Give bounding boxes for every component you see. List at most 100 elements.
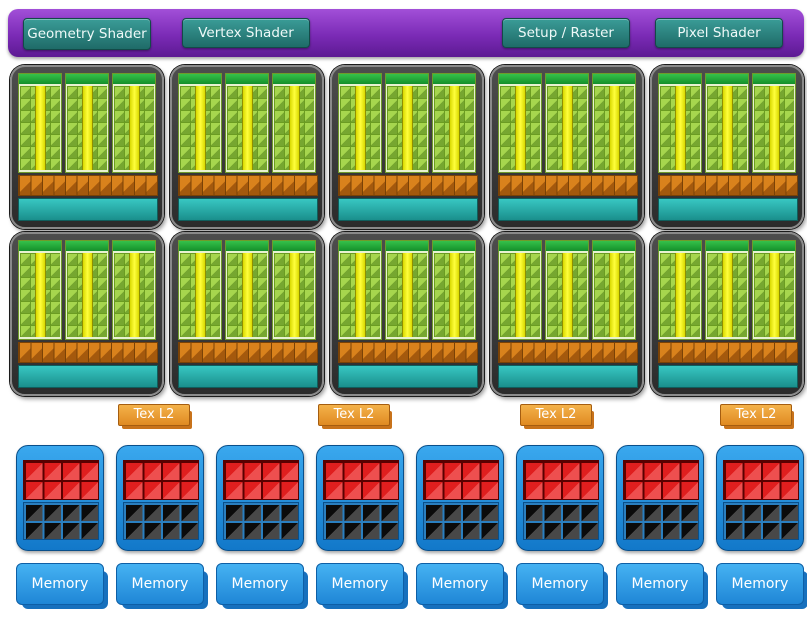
stream-processor-header xyxy=(546,241,588,251)
cluster-cache-strip xyxy=(178,198,318,221)
processor-cluster xyxy=(490,232,644,396)
stream-processor-column xyxy=(705,73,749,173)
stream-processor-column xyxy=(432,73,476,173)
stream-processor-bar xyxy=(609,86,620,170)
memory-label: Memory xyxy=(616,563,708,611)
memory-label-text: Memory xyxy=(16,563,104,605)
stream-processor-bar xyxy=(675,253,686,337)
stream-processor-header xyxy=(659,74,701,84)
stream-processor-header xyxy=(433,241,475,251)
stream-processor-column xyxy=(338,73,382,173)
processor-cluster xyxy=(170,65,324,229)
stream-processor-bar xyxy=(129,253,140,337)
texture-unit-strip xyxy=(658,342,798,363)
tex-l2-label: Tex L2 xyxy=(720,404,792,426)
memory-label-text: Memory xyxy=(516,563,604,605)
tex-l2-label: Tex L2 xyxy=(318,404,390,426)
stream-processor-bar xyxy=(129,86,140,170)
rop-black-grid xyxy=(223,502,299,540)
stream-processor-header xyxy=(659,241,701,251)
texture-unit-strip xyxy=(178,175,318,196)
stream-processor-bar xyxy=(35,86,46,170)
stream-processor-header xyxy=(66,74,108,84)
stream-processor-header xyxy=(113,241,155,251)
stream-processor-column xyxy=(592,240,636,340)
stream-processor-bar xyxy=(609,253,620,337)
setup-raster-block: Setup / Raster xyxy=(502,18,630,48)
stream-processor-header xyxy=(66,241,108,251)
cluster-cache-strip xyxy=(338,198,478,221)
stream-processor-column xyxy=(592,73,636,173)
setup-raster-label: Setup / Raster xyxy=(518,25,614,41)
stream-processor-bar xyxy=(289,86,300,170)
stream-processor-bar xyxy=(562,86,573,170)
stream-processor-header xyxy=(753,241,795,251)
rop-red-grid xyxy=(423,460,499,500)
texture-unit-strip xyxy=(18,342,158,363)
stream-processor-bar xyxy=(82,253,93,337)
memory-controller-block xyxy=(516,445,604,551)
processor-cluster xyxy=(10,65,164,229)
stream-processor-header xyxy=(706,74,748,84)
memory-controller-block xyxy=(116,445,204,551)
cluster-cache-strip xyxy=(338,365,478,388)
rop-black-grid xyxy=(323,502,399,540)
memory-label: Memory xyxy=(716,563,807,611)
memory-controller-block xyxy=(216,445,304,551)
pixel-shader-label: Pixel Shader xyxy=(677,25,761,41)
memory-controller-block xyxy=(616,445,704,551)
processor-cluster xyxy=(330,65,484,229)
texture-unit-strip xyxy=(658,175,798,196)
memory-label: Memory xyxy=(316,563,408,611)
rop-black-grid xyxy=(523,502,599,540)
stream-processor-bar xyxy=(515,86,526,170)
stream-processor-bar xyxy=(402,86,413,170)
stream-processor-bar xyxy=(449,253,460,337)
stream-processor-header xyxy=(273,74,315,84)
stream-processor-column xyxy=(498,73,542,173)
rop-red-grid xyxy=(23,460,99,500)
memory-label-text: Memory xyxy=(216,563,304,605)
memory-label-text: Memory xyxy=(616,563,704,605)
memory-controller-block xyxy=(316,445,404,551)
stream-processor-bar xyxy=(195,253,206,337)
pixel-shader-block: Pixel Shader xyxy=(655,18,783,48)
stream-processor-bar xyxy=(722,253,733,337)
stream-processor-header xyxy=(339,241,381,251)
stream-processor-column xyxy=(705,240,749,340)
cluster-cache-strip xyxy=(498,198,638,221)
stream-processor-header xyxy=(339,74,381,84)
stream-processor-column xyxy=(65,240,109,340)
rop-red-grid xyxy=(123,460,199,500)
stream-processor-header xyxy=(386,241,428,251)
stream-processor-bar xyxy=(449,86,460,170)
stream-processor-column xyxy=(18,240,62,340)
memory-controller-block xyxy=(16,445,104,551)
processor-cluster xyxy=(490,65,644,229)
vertex-shader-block: Vertex Shader xyxy=(182,18,310,48)
processor-cluster xyxy=(10,232,164,396)
stream-processor-column xyxy=(658,73,702,173)
stream-processor-bar xyxy=(355,253,366,337)
cluster-cache-strip xyxy=(658,365,798,388)
geometry-shader-block: Geometry Shader xyxy=(23,18,151,50)
vertex-shader-label: Vertex Shader xyxy=(198,25,294,41)
stream-processor-bar xyxy=(562,253,573,337)
rop-black-grid xyxy=(23,502,99,540)
memory-label-text: Memory xyxy=(416,563,504,605)
rop-red-grid xyxy=(723,460,799,500)
stream-processor-bar xyxy=(242,253,253,337)
stream-processor-bar xyxy=(769,253,780,337)
stream-processor-header xyxy=(226,241,268,251)
texture-unit-strip xyxy=(338,342,478,363)
stream-processor-column xyxy=(545,73,589,173)
stream-processor-column xyxy=(112,240,156,340)
stream-processor-bar xyxy=(35,253,46,337)
tex-l2-cache: Tex L2 xyxy=(720,404,794,429)
stream-processor-bar xyxy=(675,86,686,170)
stream-processor-column xyxy=(272,240,316,340)
stream-processor-bar xyxy=(402,253,413,337)
memory-label-text: Memory xyxy=(316,563,404,605)
rop-red-grid xyxy=(323,460,399,500)
cluster-cache-strip xyxy=(18,198,158,221)
